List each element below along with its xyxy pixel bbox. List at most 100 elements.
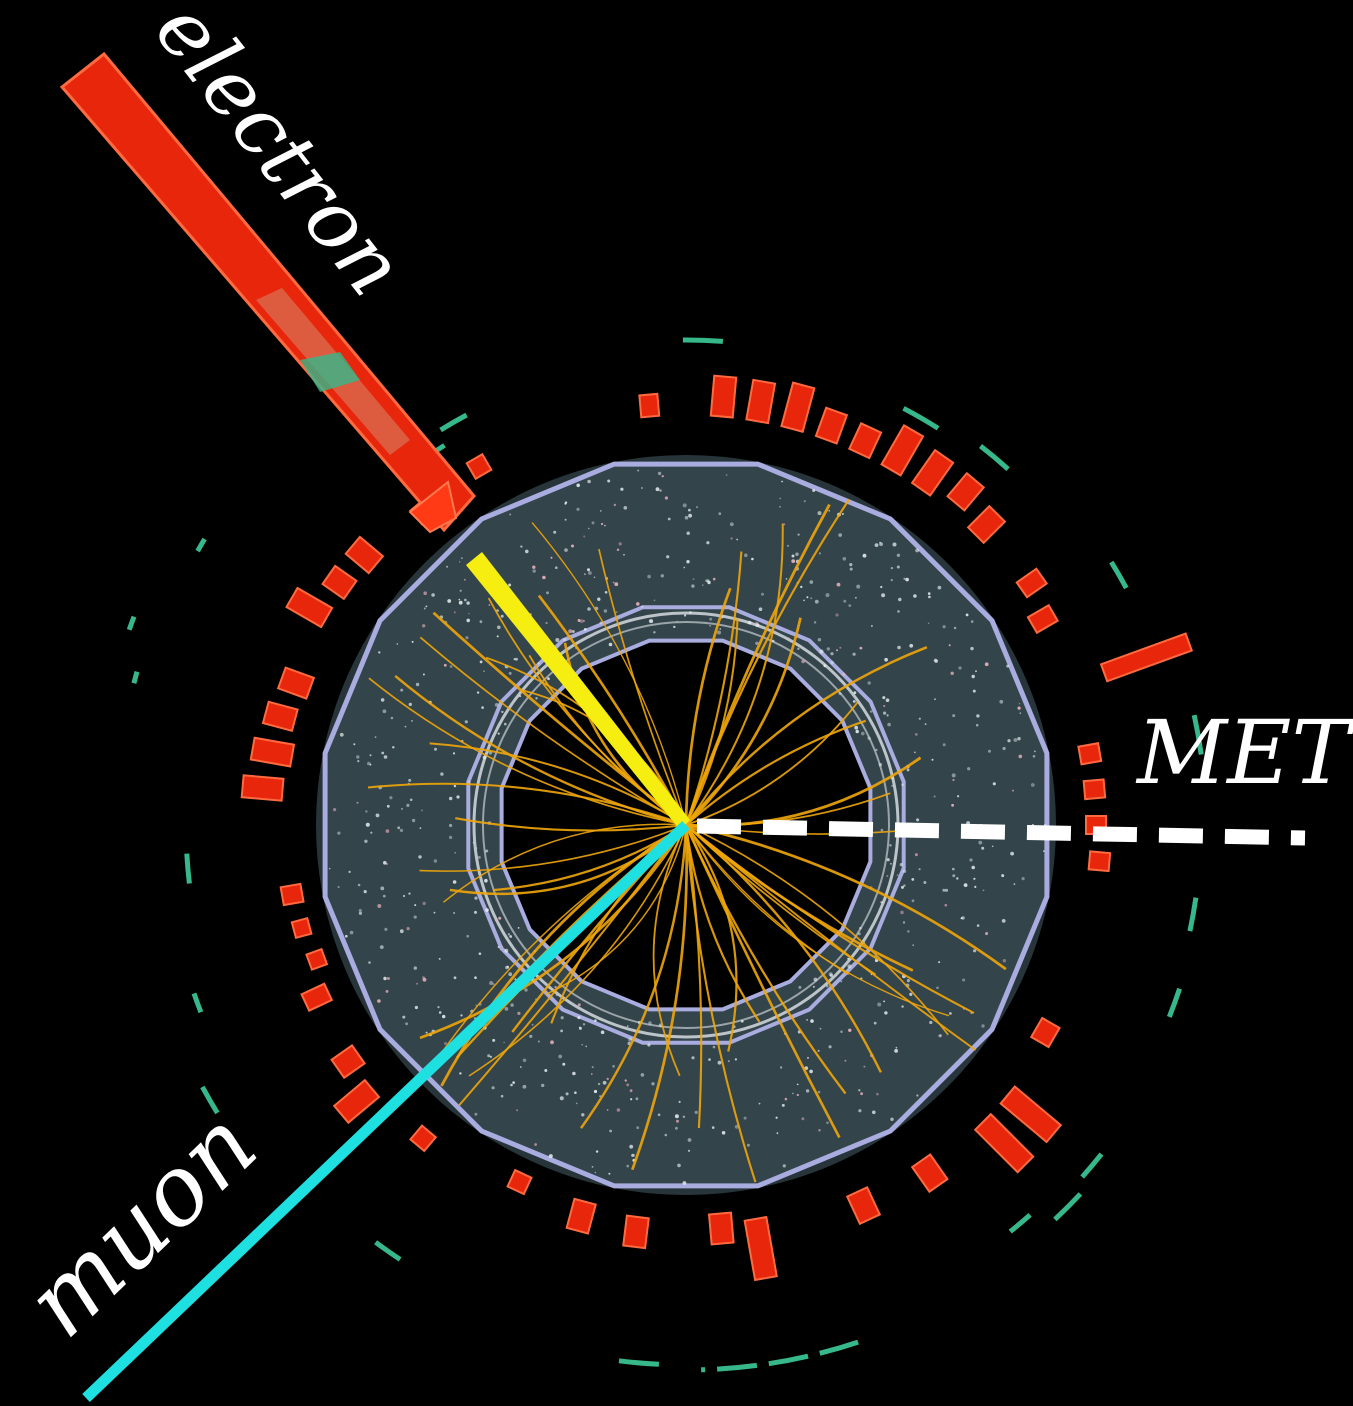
tracker-hit [425, 1031, 428, 1034]
tracker-hit [660, 574, 664, 578]
tracker-hit [383, 861, 387, 865]
muon-chamber [1053, 1192, 1083, 1222]
tracker-hit [406, 803, 410, 808]
tracker-hit [689, 611, 692, 614]
tracker-hit [991, 845, 994, 848]
tracker-hit [615, 611, 618, 613]
tracker-hit [795, 552, 799, 556]
tracker-hit [877, 1002, 882, 1007]
tracker-hit [422, 901, 426, 906]
tracker-hit [437, 1006, 440, 1009]
tracker-hit [876, 1092, 879, 1096]
tracker-hit [399, 929, 404, 934]
calorimeter-tower [973, 1112, 1035, 1174]
tracker-hit [836, 582, 841, 587]
tracker-hit [934, 659, 938, 663]
tracker-hit [612, 1064, 615, 1068]
tracker-hit [712, 1045, 716, 1049]
tracker-hit [747, 620, 752, 625]
tracker-hit [337, 831, 341, 835]
tracker-hit [801, 659, 805, 664]
tracker-hit [606, 1109, 609, 1111]
tracker-hit [382, 894, 386, 898]
tracker-hit [459, 589, 462, 592]
tracker-hit [358, 908, 362, 913]
tracker-hit [620, 487, 624, 491]
tracker-hit [880, 901, 883, 904]
tracker-hit [942, 888, 946, 892]
tracker-hit [382, 709, 387, 714]
track [419, 824, 687, 872]
tracker-hit [659, 489, 662, 492]
tracker-hit [664, 1133, 668, 1137]
tracker-hit [400, 688, 404, 692]
tracker-hit [508, 671, 512, 675]
calorimeter-tower [285, 586, 334, 629]
track [419, 636, 687, 826]
tracker-hit [501, 945, 504, 948]
tracker-hit [812, 489, 816, 492]
tracker-hit [751, 557, 754, 561]
tracker-hit [944, 888, 949, 892]
track [685, 824, 738, 1052]
calorimeter-tower [332, 1078, 381, 1125]
tracker-hit [971, 674, 975, 679]
tracker-hit [423, 591, 428, 595]
tracker-hit [687, 1138, 692, 1142]
tracker-hit [804, 1066, 809, 1070]
tracker-hit [934, 698, 936, 701]
tracker-hit [924, 723, 927, 725]
calorimeter-tower [409, 1124, 438, 1153]
tracker-hit [582, 1023, 586, 1026]
tracker-hit [909, 643, 914, 648]
tracker-hit [405, 1022, 408, 1026]
tracker-hit [375, 813, 380, 818]
track [684, 824, 757, 1183]
tracker-hit [982, 889, 985, 892]
tracker-hit [460, 1014, 463, 1017]
tracker-hit [828, 1045, 832, 1049]
track [684, 824, 847, 1095]
tracker-hit [583, 628, 587, 631]
tracker-hit [463, 598, 467, 602]
tracker-hit [577, 1003, 581, 1007]
tracker-hit [883, 705, 886, 707]
tracker-hit [377, 904, 382, 908]
muon-track [82, 821, 690, 1402]
muon-chamber [902, 406, 940, 431]
tracker-hit [842, 557, 847, 561]
tracker-hit [974, 885, 977, 889]
tracker-hit [356, 801, 359, 804]
tracker-hit [500, 614, 504, 618]
tracker-hit [365, 822, 370, 827]
tracker-hit [604, 524, 606, 527]
tracker-hit [513, 658, 516, 661]
tracker-hit [591, 1166, 594, 1168]
tracker-hit [682, 1115, 686, 1119]
tracker-hit [524, 988, 528, 992]
track [579, 824, 688, 1129]
tracker-hit [823, 664, 827, 668]
tracker-hit [380, 698, 385, 702]
tracker-hit [464, 578, 466, 581]
tracker-hit [467, 780, 471, 784]
tracker-hit [869, 710, 873, 713]
tracker-hit [929, 1020, 933, 1025]
track [455, 817, 687, 832]
tracker-hit [587, 568, 590, 572]
tracker-hit [517, 927, 520, 929]
tracker-hit [377, 999, 381, 1003]
tracker-hit [923, 881, 927, 884]
tracker-hit [911, 878, 915, 881]
track [443, 823, 687, 903]
tracker-hit [792, 1092, 794, 1095]
calorimeter-tower [880, 424, 925, 477]
tracker-hit [554, 986, 557, 989]
tracker-hit [406, 927, 410, 931]
tracker-hit [461, 557, 463, 559]
tracker-hit [847, 957, 850, 960]
tracker-hit [838, 692, 842, 696]
tracker-hit [691, 584, 695, 588]
tracker-hit [358, 911, 362, 915]
